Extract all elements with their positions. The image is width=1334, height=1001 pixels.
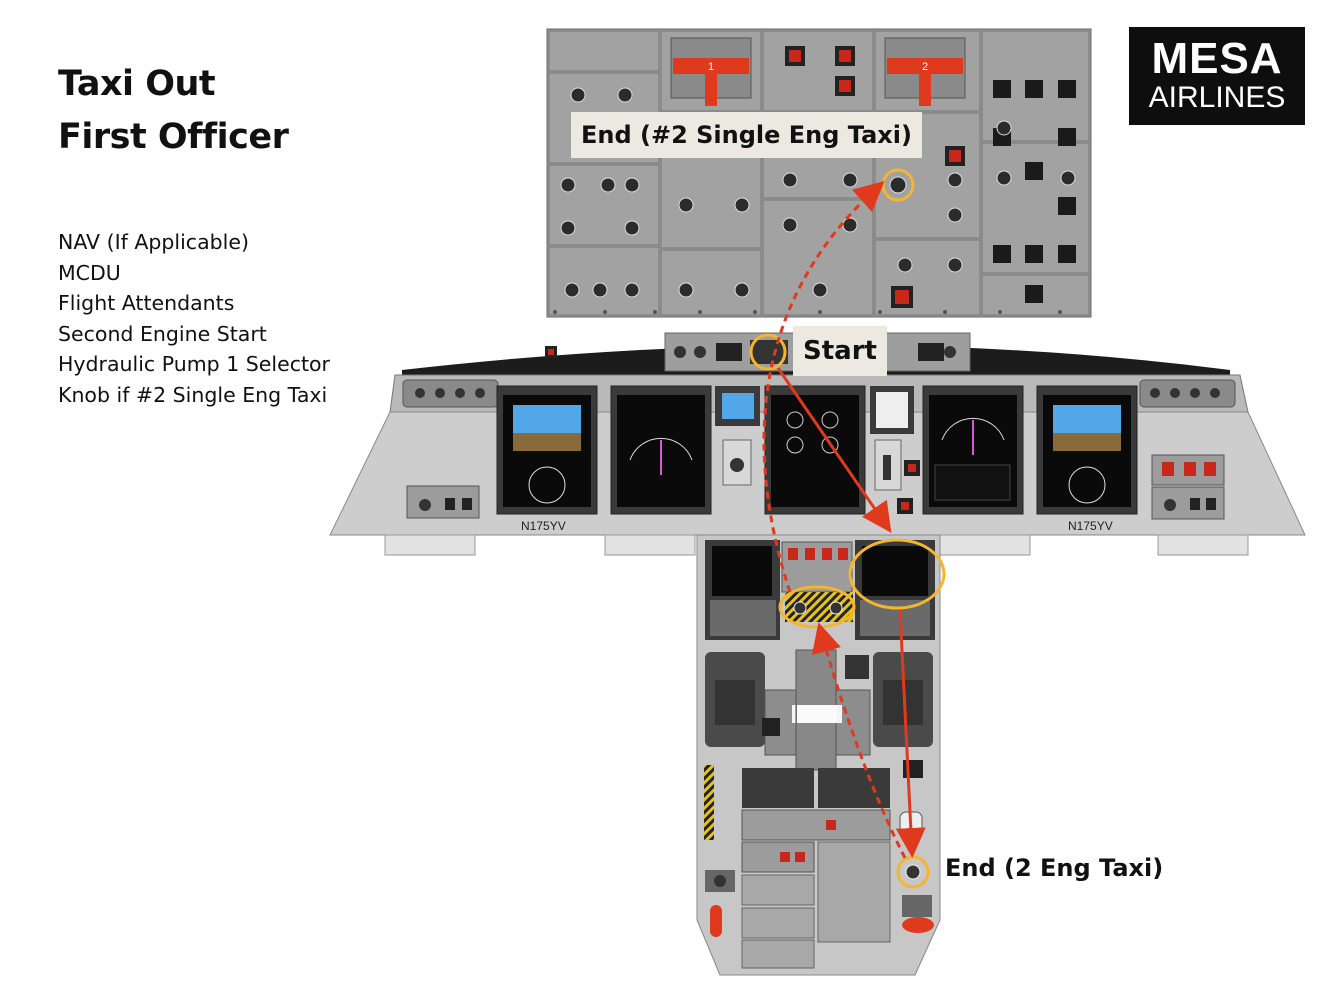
callout-end-two-eng: End (2 Eng Taxi) <box>945 854 1164 882</box>
task-item: Flight Attendants <box>58 291 235 316</box>
task-item: Hydraulic Pump 1 Selector <box>58 352 330 377</box>
callout-end-single-eng: End (#2 Single Eng Taxi) <box>571 112 922 158</box>
logo-line-2: AIRLINES <box>1148 81 1286 114</box>
slide-title: Taxi Out First Officer <box>58 58 289 164</box>
callout-start: Start <box>793 326 887 376</box>
mesa-airlines-logo: MESA AIRLINES <box>1129 27 1305 125</box>
task-list: NAV (If Applicable) MCDU Flight Attendan… <box>58 227 330 411</box>
overhead-panel: 1 2 <box>546 28 1092 318</box>
registration-right: N175YV <box>1068 519 1113 533</box>
pfd-left <box>496 385 598 515</box>
pfd-right <box>1036 385 1138 515</box>
task-item: MCDU <box>58 260 121 285</box>
task-item: Second Engine Start <box>58 321 267 346</box>
title-line-2: First Officer <box>58 117 289 157</box>
registration-left: N175YV <box>521 519 566 533</box>
mfd-left <box>610 385 712 515</box>
standby-instrument <box>715 386 760 486</box>
flow-path <box>762 181 926 859</box>
fire-handle-1-label: 1 <box>708 61 714 73</box>
title-line-1: Taxi Out <box>58 64 216 104</box>
fire-handle-2-label: 2 <box>922 61 928 73</box>
mcdu-ring <box>848 538 946 610</box>
task-item: Knob if #2 Single Eng Taxi <box>58 382 328 407</box>
main-instrument-panel <box>329 385 1306 556</box>
start-ring <box>749 333 787 371</box>
task-item: NAV (If Applicable) <box>58 230 249 254</box>
mfd-right <box>922 385 1024 515</box>
clock-panel <box>870 386 920 514</box>
center-pedestal <box>696 534 941 976</box>
eicas <box>764 385 866 515</box>
logo-line-1: MESA <box>1151 34 1283 83</box>
